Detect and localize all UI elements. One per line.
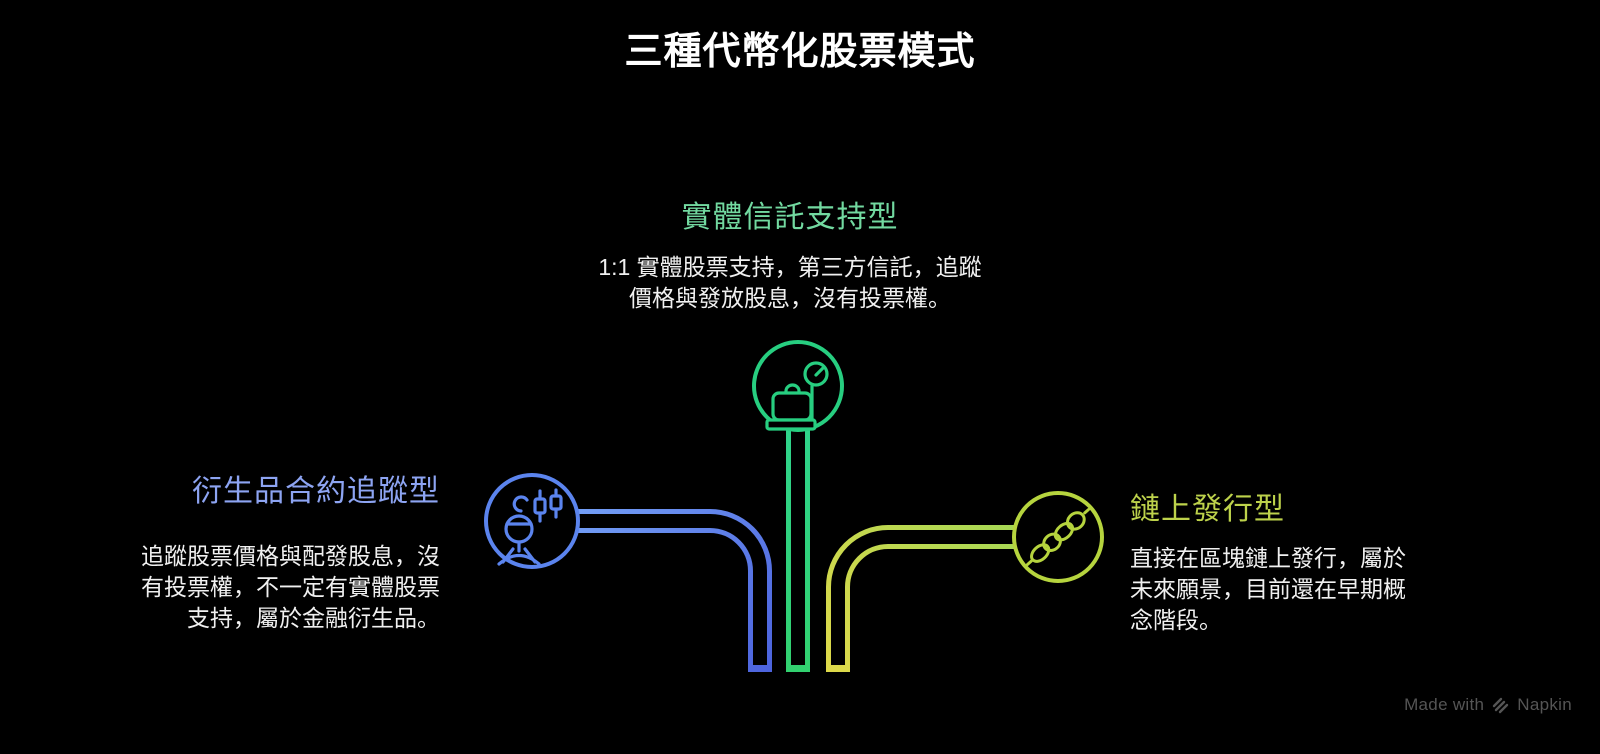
section-onchain-heading: 鏈上發行型	[1130, 493, 1285, 526]
node-trust-circle	[752, 340, 844, 432]
connector-derivative-line	[556, 509, 772, 672]
section-trust-description: 1:1 實體股票支持，第三方信託，追蹤價格與發放股息，沒有投票權。	[598, 254, 982, 311]
node-onchain-circle	[1012, 491, 1104, 583]
section-trust-heading: 實體信託支持型	[681, 201, 899, 234]
section-trust: 實體信託支持型 1:1 實體股票支持，第三方信託，追蹤價格與發放股息，沒有投票權…	[598, 200, 982, 314]
section-onchain: 鏈上發行型 直接在區塊鏈上發行，屬於未來願景，目前還在早期概念階段。	[1130, 492, 1420, 636]
napkin-logo-icon	[1493, 697, 1509, 713]
watermark: Made with Napkin	[1404, 695, 1572, 715]
section-derivative-heading: 衍生品合約追蹤型	[192, 475, 440, 508]
made-with-label: Made with	[1404, 695, 1485, 714]
page-title: 三種代幣化股票模式	[624, 31, 976, 73]
section-onchain-description: 直接在區塊鏈上發行，屬於未來願景，目前還在早期概念階段。	[1130, 545, 1406, 633]
scale-icon	[765, 361, 829, 431]
node-derivative-circle	[484, 473, 580, 569]
person-candlestick-icon	[497, 488, 563, 566]
section-derivative: 衍生品合約追蹤型 追蹤股票價格與配發股息，沒有投票權，不一定有實體股票支持，屬於…	[128, 474, 440, 634]
chain-icon	[1026, 508, 1090, 566]
connector-onchain-line	[826, 525, 1022, 672]
napkin-brand-label: Napkin	[1517, 695, 1572, 714]
section-derivative-description: 追蹤股票價格與配發股息，沒有投票權，不一定有實體股票支持，屬於金融衍生品。	[141, 543, 440, 631]
